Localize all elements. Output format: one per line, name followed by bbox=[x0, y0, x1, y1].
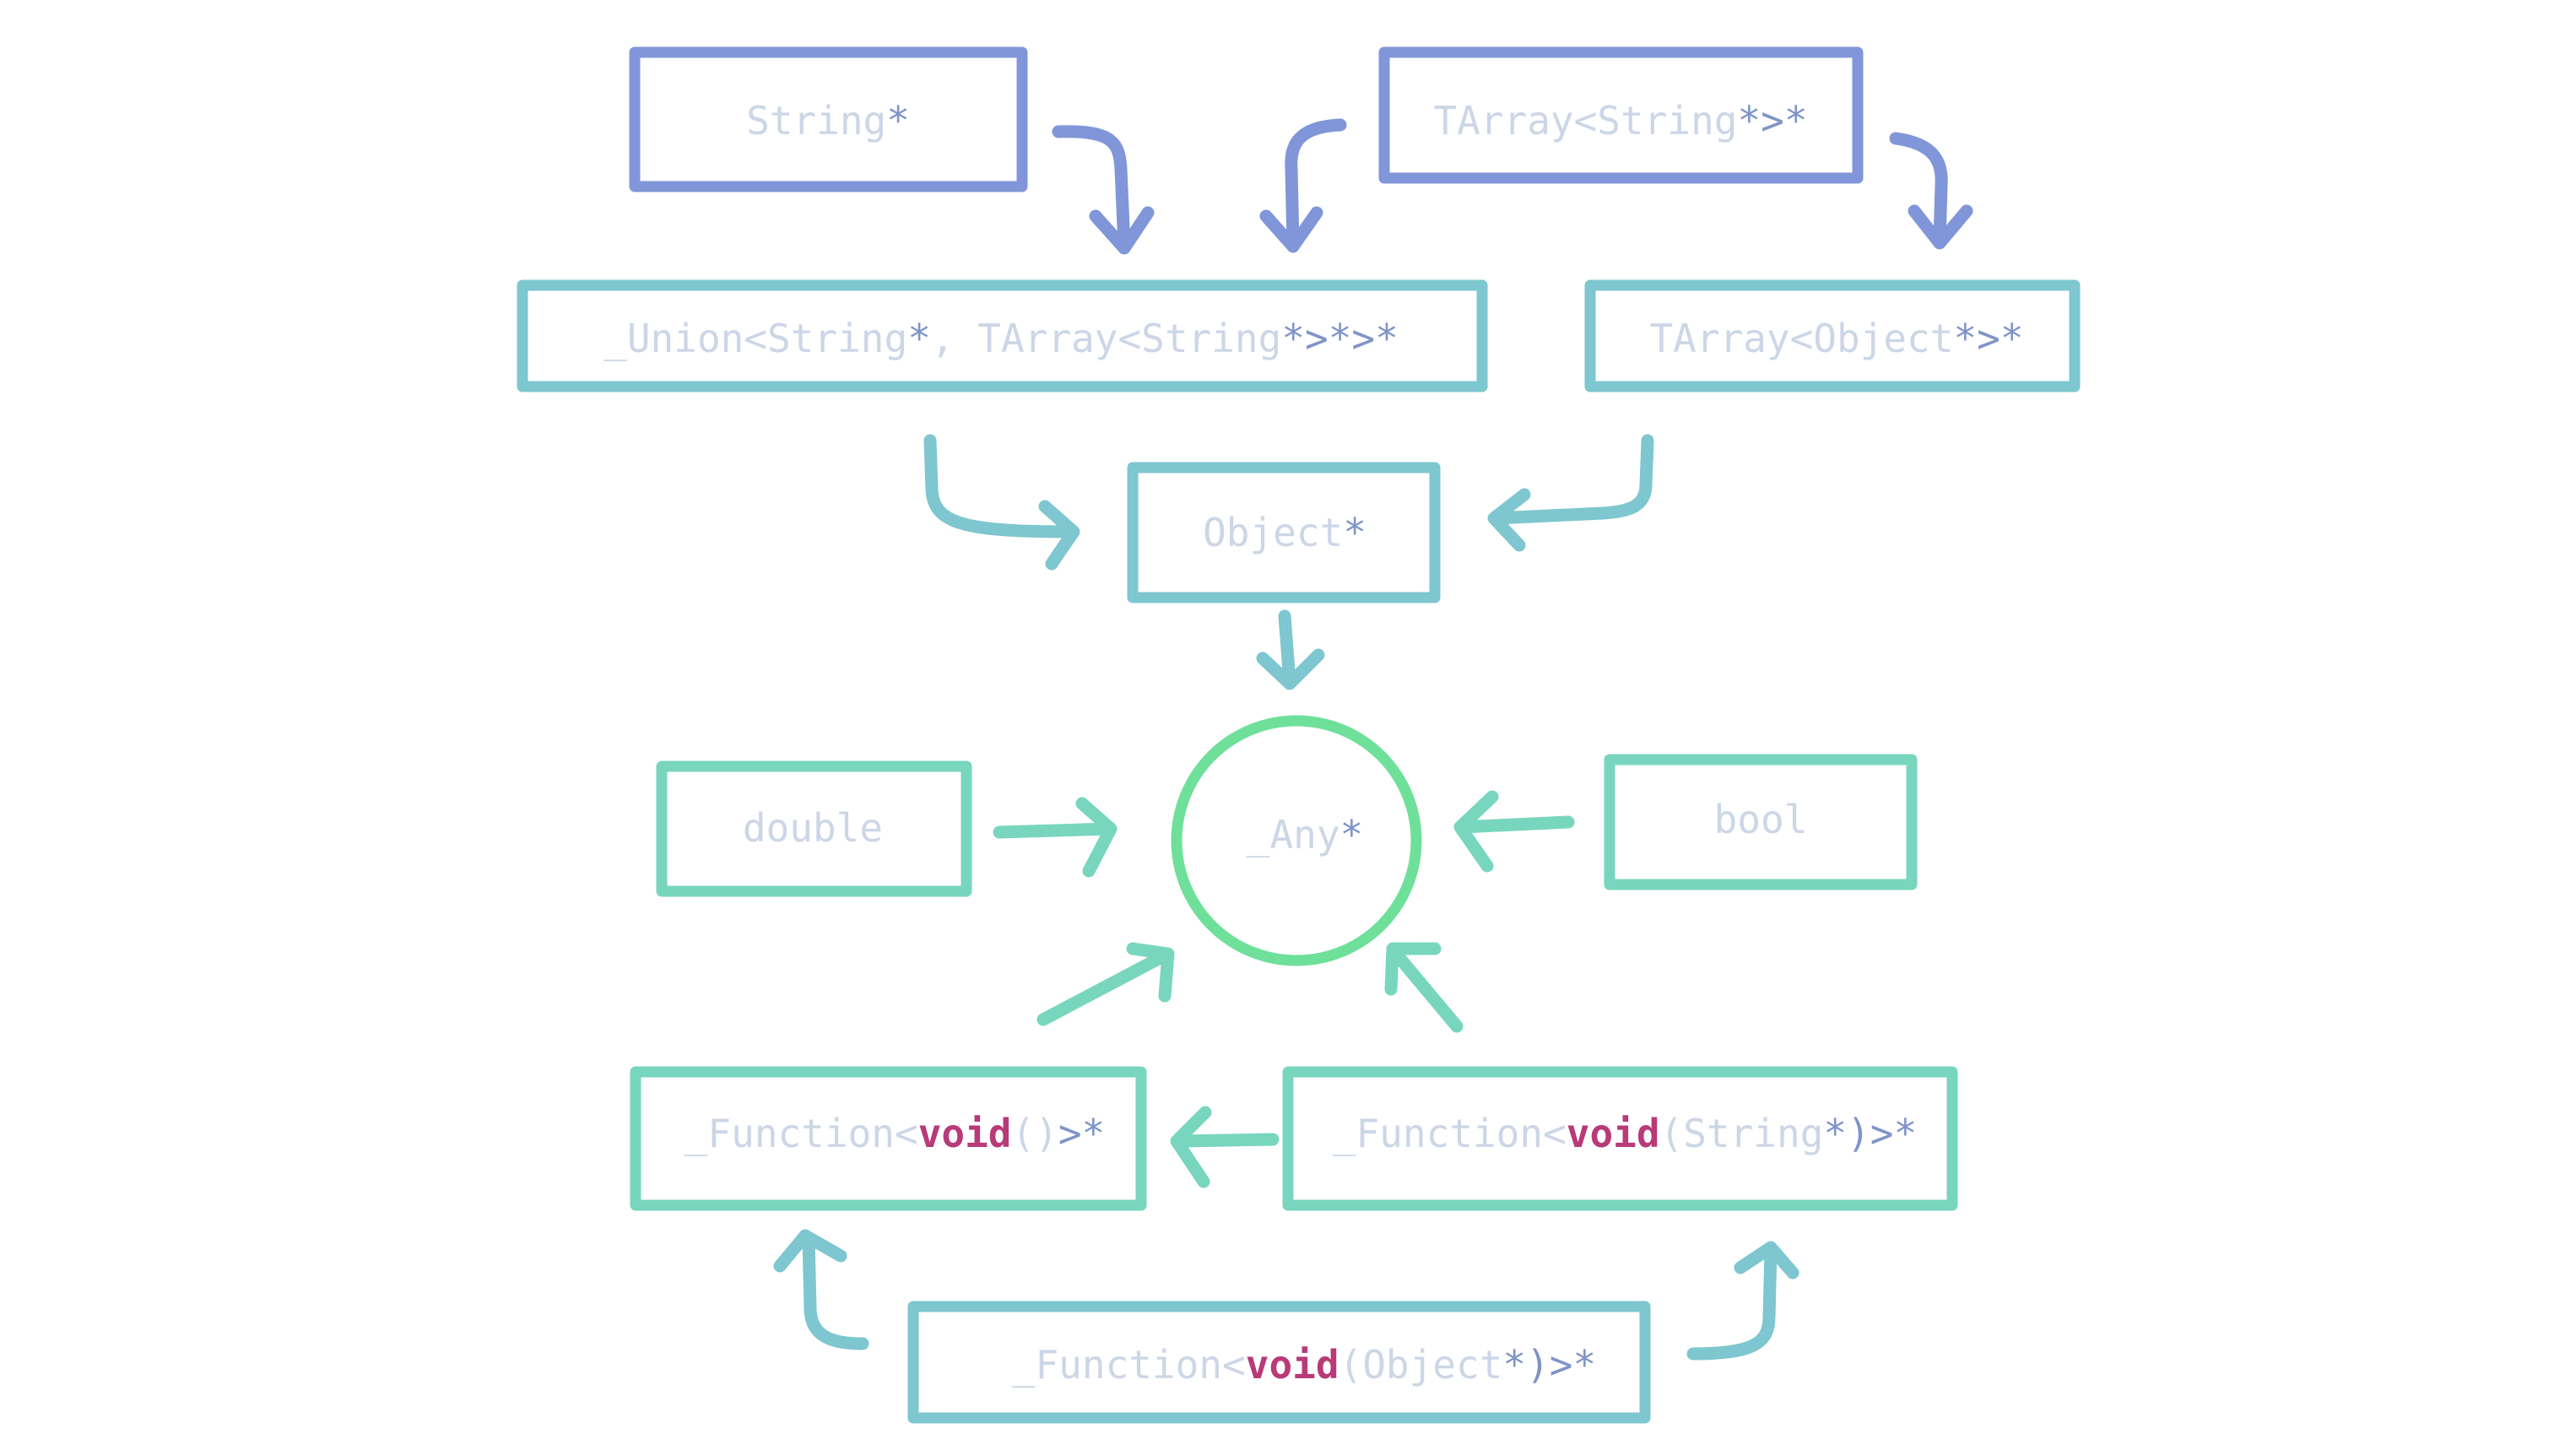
node-tarray-object-label: TArray<Object*>* bbox=[1649, 316, 2023, 361]
object-ptr-token: * bbox=[1343, 510, 1366, 555]
fn-void-object-token: _Function< bbox=[1012, 1342, 1246, 1388]
arrow-fn-void-to-any bbox=[1036, 942, 1175, 1026]
any-ptr-token: _Any bbox=[1247, 812, 1340, 858]
node-string-ptr-label: String* bbox=[746, 98, 910, 143]
node-double-label: double bbox=[743, 805, 883, 851]
any-ptr-token: * bbox=[1340, 812, 1364, 858]
arrow-fn-void-string-to-fn-void bbox=[1170, 1106, 1280, 1188]
node-string-ptr-box bbox=[629, 46, 1028, 192]
node-union: _Union<String*, TArray<String*>*>* bbox=[517, 279, 1488, 392]
node-tarray-string-label: TArray<String*>* bbox=[1433, 98, 1807, 143]
arrow-double-to-any bbox=[993, 797, 1118, 878]
node-any-ptr-circle bbox=[1171, 715, 1422, 966]
tarray-string-token: TArray<String bbox=[1433, 98, 1737, 143]
node-any-ptr: _Any* bbox=[1171, 715, 1422, 966]
string-ptr-token: String bbox=[746, 98, 886, 143]
arrow-tarray-string-to-union bbox=[1259, 118, 1347, 253]
fn-void-token: >* bbox=[1058, 1111, 1105, 1156]
fn-void-string-token: _Function< bbox=[1333, 1111, 1567, 1156]
node-union-box bbox=[517, 279, 1488, 392]
node-double: double bbox=[656, 760, 972, 897]
node-object-ptr-label: Object* bbox=[1203, 510, 1366, 555]
node-bool-label: bool bbox=[1714, 797, 1808, 842]
node-fn-void-string-label: _Function<void(String*)>* bbox=[1333, 1111, 1917, 1156]
union-token: *>*>* bbox=[1281, 316, 1398, 361]
node-string-ptr: String* bbox=[629, 46, 1028, 192]
arrow-fn-void-object-to-fn-void-string bbox=[1686, 1241, 1799, 1361]
fn-void-string-token: void bbox=[1567, 1111, 1660, 1156]
fn-void-string-token: *)>* bbox=[1823, 1111, 1917, 1156]
node-object-ptr-box bbox=[1127, 462, 1441, 603]
object-ptr-token: Object bbox=[1203, 510, 1343, 555]
node-fn-void-string: _Function<void(String*)>* bbox=[1282, 1066, 1958, 1211]
union-token: * bbox=[907, 316, 931, 361]
node-tarray-object: TArray<Object*>* bbox=[1584, 279, 2081, 392]
union-token: , TArray<String bbox=[931, 316, 1281, 361]
fn-void-token: void bbox=[918, 1111, 1012, 1156]
node-bool-box bbox=[1604, 754, 1918, 890]
arrow-string-to-union bbox=[1052, 125, 1155, 255]
node-tarray-string-box bbox=[1378, 46, 1864, 184]
node-tarray-object-box bbox=[1584, 279, 2081, 392]
union-token: _Union<String bbox=[603, 316, 907, 361]
tarray-object-token: TArray<Object bbox=[1649, 316, 1953, 361]
node-object-ptr: Object* bbox=[1127, 462, 1441, 603]
tarray-object-token: *>* bbox=[1953, 316, 2023, 361]
arrow-bool-to-any bbox=[1453, 790, 1575, 873]
string-ptr-token: * bbox=[886, 98, 910, 143]
node-fn-void-string-box bbox=[1282, 1066, 1958, 1211]
arrow-tarray-string-to-tarray-object bbox=[1889, 132, 1973, 250]
node-fn-void-label: _Function<void()>* bbox=[685, 1111, 1106, 1156]
arrow-tarray-object-to-object bbox=[1487, 434, 1654, 552]
node-bool: bool bbox=[1604, 754, 1918, 890]
double-token: double bbox=[743, 805, 883, 851]
arrow-object-to-any bbox=[1256, 609, 1325, 690]
bool-token: bool bbox=[1714, 797, 1808, 842]
node-fn-void-box bbox=[630, 1066, 1147, 1211]
fn-void-object-token: *)>* bbox=[1502, 1342, 1596, 1388]
fn-void-token: () bbox=[1011, 1111, 1058, 1156]
node-any-ptr-label: _Any* bbox=[1247, 812, 1363, 858]
tarray-string-token: *>* bbox=[1737, 98, 1807, 143]
node-union-label: _Union<String*, TArray<String*>*>* bbox=[603, 316, 1399, 361]
node-fn-void-object-label: _Function<void(Object*)>* bbox=[1012, 1342, 1596, 1388]
arrow-fn-void-string-to-any bbox=[1384, 942, 1464, 1033]
arrow-fn-void-object-to-fn-void bbox=[773, 1229, 869, 1350]
node-fn-void-object: _Function<void(Object*)>* bbox=[907, 1301, 1651, 1424]
node-fn-void: _Function<void()>* bbox=[630, 1066, 1147, 1211]
fn-void-object-token: void bbox=[1246, 1342, 1339, 1388]
node-fn-void-object-box bbox=[907, 1301, 1651, 1424]
fn-void-string-token: (String bbox=[1660, 1111, 1824, 1156]
fn-void-token: _Function< bbox=[685, 1111, 918, 1156]
arrow-union-to-object bbox=[923, 434, 1080, 571]
node-double-box bbox=[656, 760, 972, 897]
fn-void-object-token: (Object bbox=[1339, 1342, 1503, 1388]
node-tarray-string: TArray<String*>* bbox=[1378, 46, 1864, 184]
